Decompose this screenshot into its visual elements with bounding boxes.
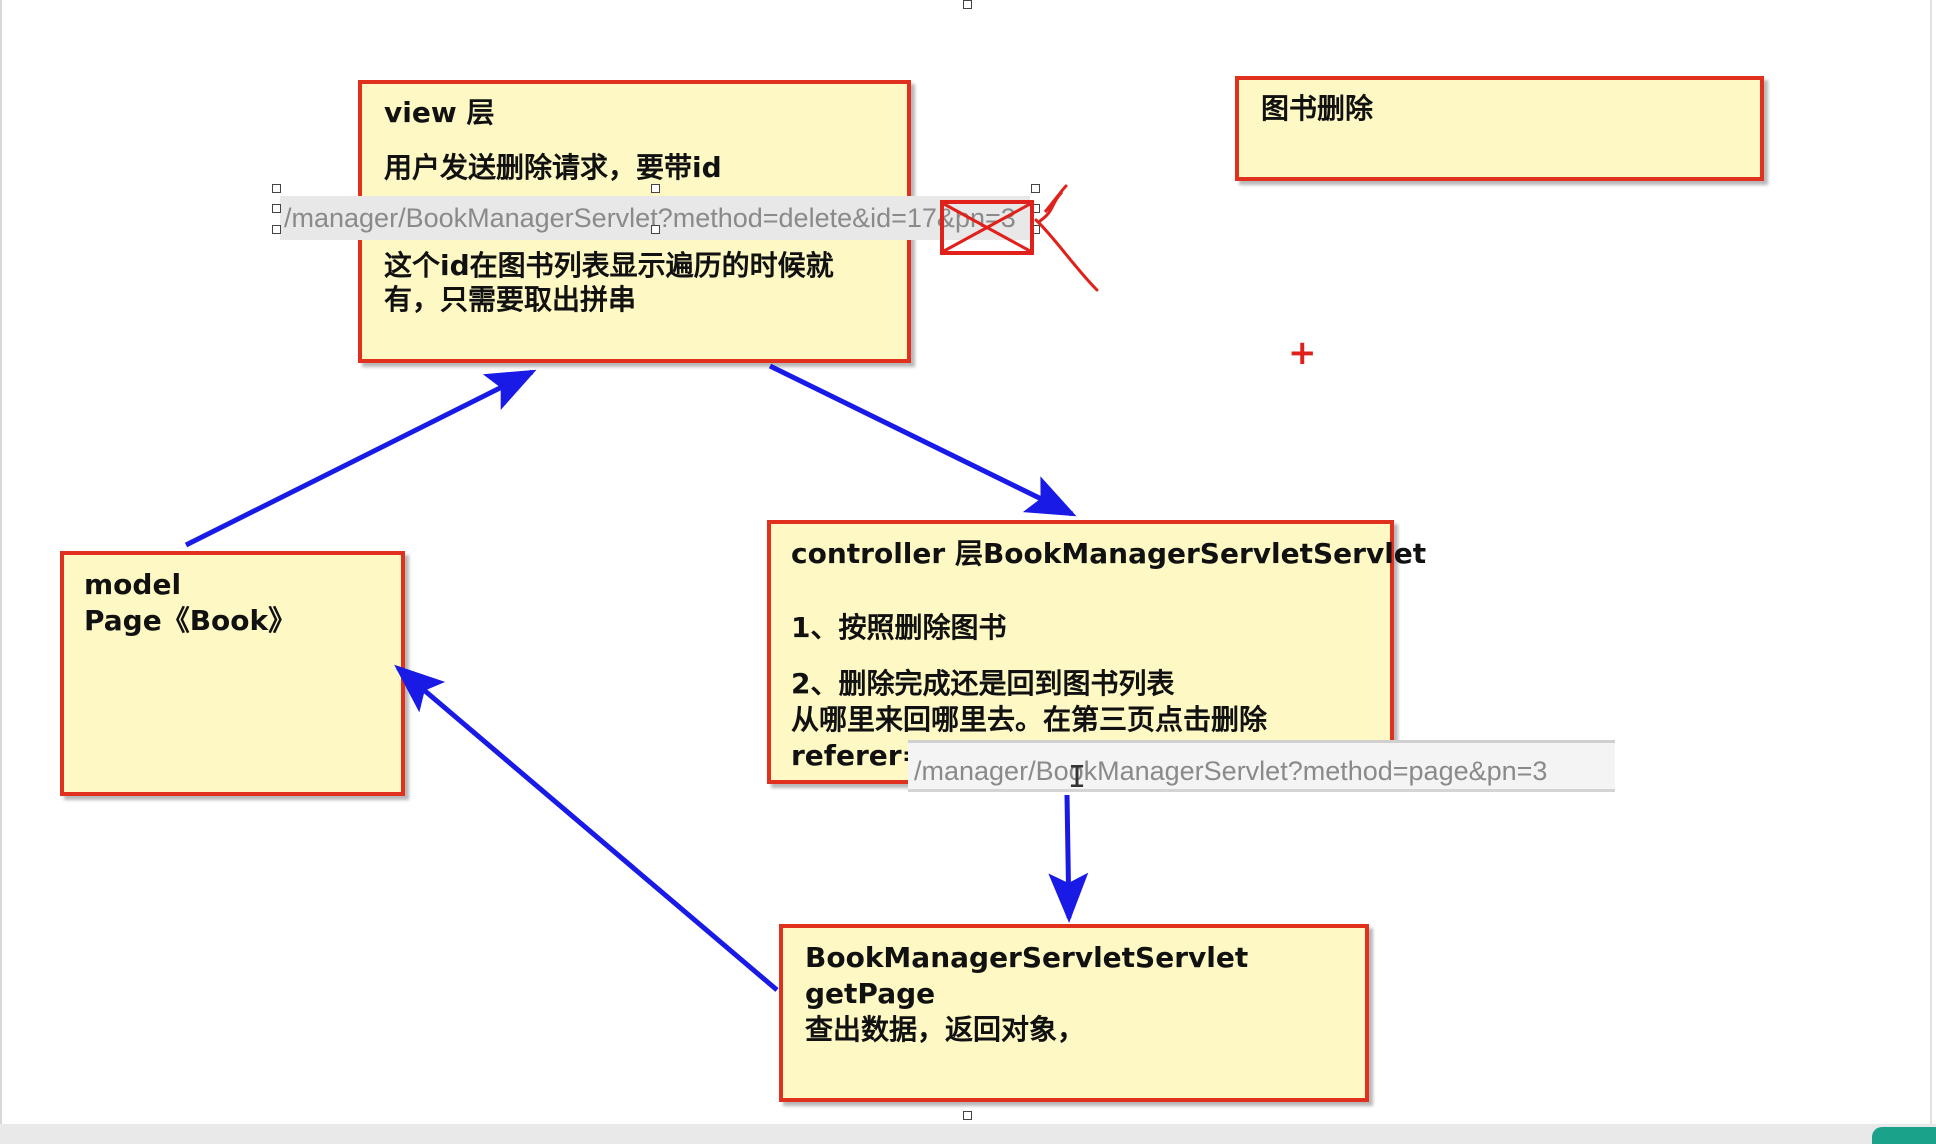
controller-step2-detail: 从哪里来回哪里去。在第三页点击删除 [791, 703, 1268, 736]
strike-out-annotation [940, 184, 1099, 292]
service-method-name: getPage [805, 977, 936, 1010]
model-title: model [84, 568, 182, 601]
canvas-resize-handle[interactable] [963, 1111, 972, 1120]
view-layer-line1: 用户发送删除请求，要带id [384, 151, 722, 184]
controller-step2: 2、删除完成还是回到图书列表 [791, 667, 1175, 700]
arrow-controller-to-service [1048, 794, 1089, 923]
selection-handle[interactable] [1031, 184, 1040, 193]
selection-handle[interactable] [651, 225, 660, 234]
controller-step1: 1、按照删除图书 [791, 611, 1007, 644]
service-class-name: BookManagerServletServlet [805, 941, 1249, 974]
service-layer-box[interactable]: BookManagerServletServlet getPage 查出数据，返… [779, 924, 1369, 1102]
selection-handle[interactable] [272, 184, 281, 193]
canvas-left-border [0, 0, 2, 1124]
controller-referer-label: referer= [791, 739, 926, 772]
status-bar [0, 1124, 1936, 1144]
view-layer-title: view 层 [384, 96, 495, 129]
selection-handle[interactable] [651, 184, 660, 193]
view-layer-line3: 有，只需要取出拼串 [384, 283, 637, 316]
canvas-resize-handle[interactable] [963, 0, 972, 9]
model-layer-box[interactable]: model Page《Book》 [60, 551, 405, 796]
model-type: Page《Book》 [84, 604, 297, 637]
controller-title: controller 层BookManagerServletServlet [791, 537, 1427, 570]
canvas-right-border [1930, 0, 1932, 1124]
view-layer-line2: 这个id在图书列表显示遍历的时候就 [384, 249, 834, 282]
book-delete-title-box[interactable]: 图书删除 [1235, 76, 1764, 181]
arrow-service-to-model [394, 664, 779, 992]
referer-url-field[interactable]: /manager/BookManagerServlet?method=page&… [908, 740, 1615, 792]
text-cursor-icon: I [1068, 760, 1087, 795]
arrow-model-to-view [184, 369, 537, 548]
selection-handle[interactable] [272, 204, 281, 213]
crosshair-marker-icon: + [1288, 333, 1317, 373]
book-delete-title: 图书删除 [1261, 92, 1374, 125]
selection-handle[interactable] [272, 225, 281, 234]
arrow-view-to-controller [768, 363, 1077, 517]
scroll-tab[interactable] [1872, 1127, 1936, 1144]
service-description: 查出数据，返回对象， [805, 1013, 1086, 1046]
